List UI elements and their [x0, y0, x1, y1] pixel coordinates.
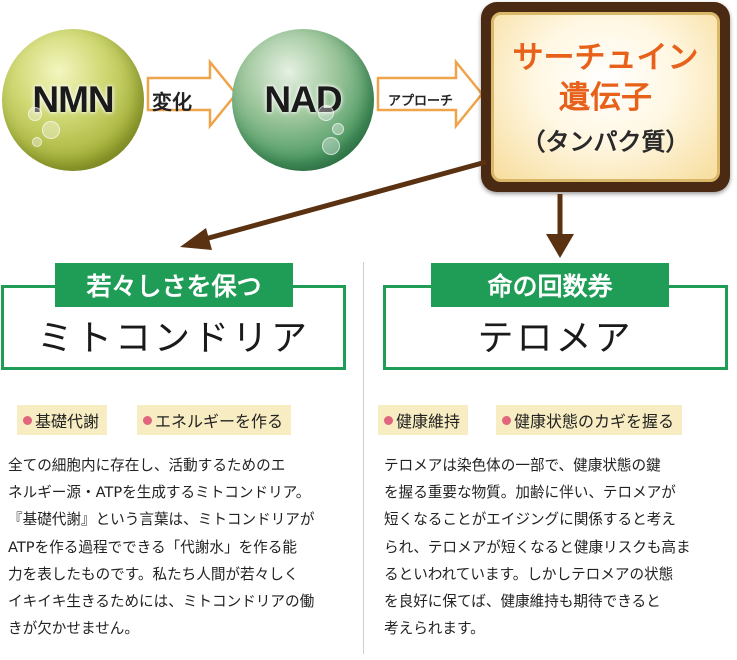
arrow-right-icon	[376, 58, 484, 130]
right-tab: 命の回数券	[431, 263, 669, 307]
right-title: テロメア	[477, 317, 634, 359]
sirtuin-subtitle: （タンパク質）	[521, 127, 690, 156]
tag-label: 健康状態のカギを握る	[514, 412, 675, 431]
sirtuin-box: サーチュイン 遺伝子 （タンパク質）	[481, 2, 730, 192]
body-line: 考えられます。	[384, 620, 485, 638]
right-body: テロメアは染色体の一部で、健康状態の鍵 を握る重要な物質。加齢に伴い、テロメアが…	[384, 452, 734, 642]
body-line: 全ての細胞内に存在し、活動するためのエ	[8, 457, 286, 474]
tag-label: 基礎代謝	[35, 412, 100, 431]
tag-label: 健康維持	[396, 412, 461, 431]
sirtuin-title-line2: 遺伝子	[559, 79, 652, 116]
nmn-circle: NMN	[2, 29, 144, 171]
nmn-label: NMN	[32, 79, 114, 120]
sirtuin-title-line1: サーチュイン	[512, 39, 699, 76]
body-line: テロメアは染色体の一部で、健康状態の鍵	[384, 457, 661, 474]
tag-label: エネルギーを作る	[155, 412, 284, 431]
body-line: 力を表したものです。私たち人間が若々しく	[8, 565, 299, 583]
pink-dot-icon	[502, 415, 511, 425]
pink-dot-icon	[384, 415, 393, 425]
tag-right-1: 健康維持	[378, 405, 469, 435]
tag-left-1: 基礎代謝	[17, 405, 108, 435]
left-tab: 若々しさを保つ	[55, 263, 293, 307]
arrow2-label: アプローチ	[388, 94, 454, 109]
bubble	[322, 137, 340, 155]
body-line: るといわれています。しかしテロメアの状態	[384, 565, 674, 583]
nad-circle: NAD	[232, 29, 374, 171]
bubble	[42, 121, 60, 139]
bubble	[318, 105, 334, 121]
pink-dot-icon	[143, 415, 152, 425]
bubble	[32, 137, 42, 147]
sirtuin-inner: サーチュイン 遺伝子 （タンパク質）	[491, 12, 720, 182]
arrow1-label: 変化	[152, 90, 192, 114]
body-line: られ、テロメアが短くなると健康リスクも高ま	[384, 538, 691, 556]
bubble	[28, 107, 42, 121]
body-line: ネルギー源・ATPを生成するミトコンドリア。	[8, 484, 311, 502]
connector-arrows	[180, 159, 574, 258]
left-body: 全ての細胞内に存在し、活動するためのエ ネルギー源・ATPを生成するミトコンドリ…	[8, 452, 358, 642]
body-line: 短くなることがエイジングに関係すると考え	[384, 511, 676, 529]
bubble	[332, 123, 344, 135]
column-divider	[363, 262, 364, 654]
body-line: きが欠かせません。	[8, 620, 139, 638]
pink-dot-icon	[23, 415, 32, 425]
tag-right-2: 健康状態のカギを握る	[496, 405, 683, 435]
body-line: イキイキ生きるためには、ミトコンドリアの働	[8, 593, 315, 611]
left-title: ミトコンドリア	[36, 317, 310, 359]
body-line: を良好に保てば、健康維持も期待できると	[384, 593, 661, 611]
body-line: 『基礎代謝』という言葉は、ミトコンドリアが	[8, 511, 315, 529]
arrow-to-left-icon	[180, 159, 487, 250]
arrow-right-icon	[146, 58, 238, 130]
body-line: を握る重要な物質。加齢に伴い、テロメアが	[384, 484, 676, 502]
arrow-down-icon	[546, 194, 574, 258]
body-line: ATPを作る過程でできる「代謝水」を作る能	[8, 538, 297, 556]
tag-left-2: エネルギーを作る	[137, 405, 292, 435]
